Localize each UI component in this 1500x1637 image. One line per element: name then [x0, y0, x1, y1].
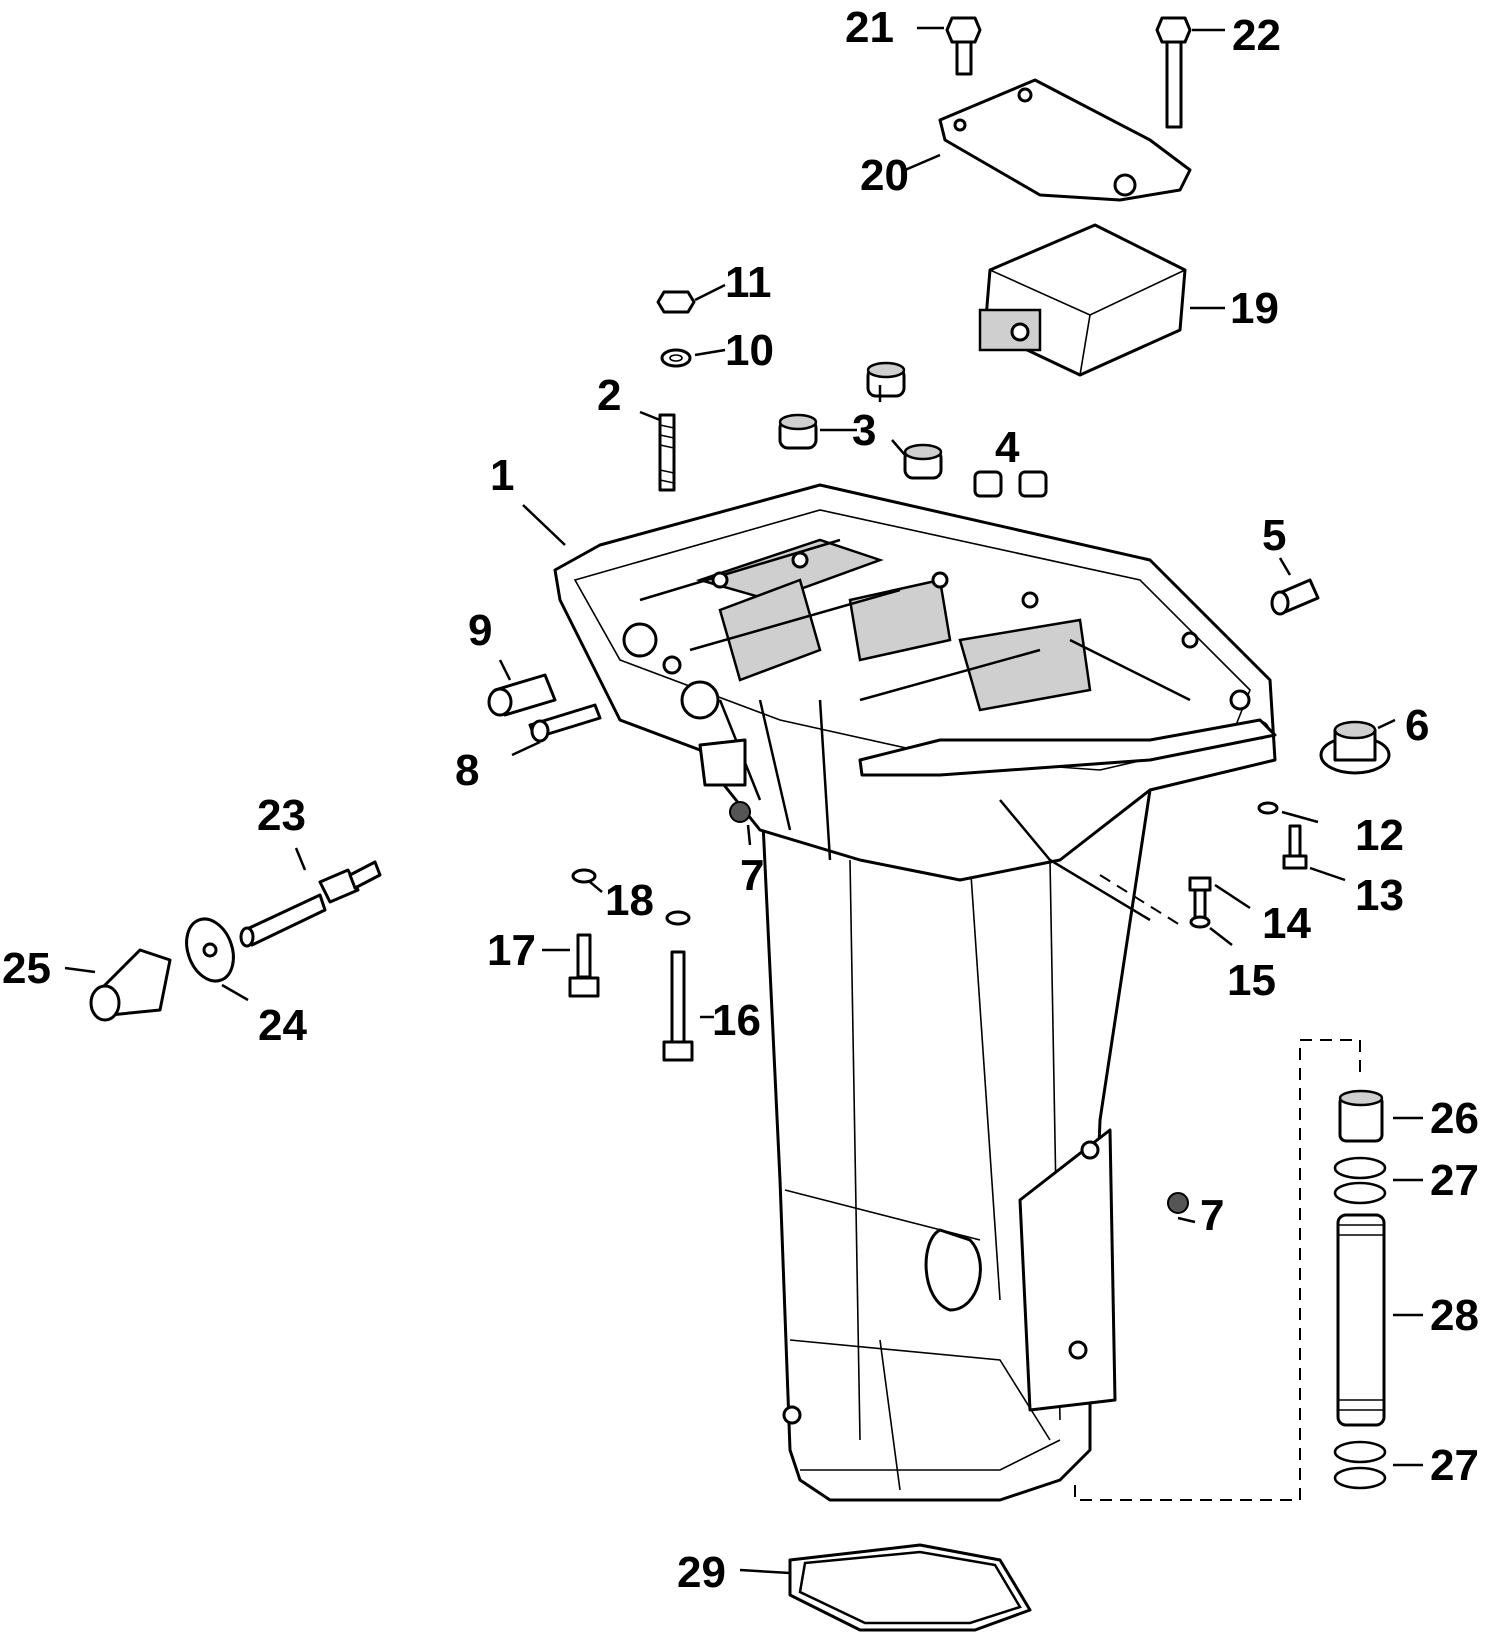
- part-4-plugs: [973, 470, 1048, 498]
- part-3-grommets: [778, 361, 943, 480]
- callout-26: 26: [1430, 1094, 1479, 1143]
- part-6-cap: [1319, 720, 1391, 775]
- part-11-nut: [656, 290, 696, 314]
- callout-10: 10: [725, 326, 774, 375]
- part-10-washer: [660, 348, 692, 368]
- part-22-bolt: [1155, 16, 1192, 129]
- part-19-module: [978, 223, 1187, 377]
- callout-27-lower: 27: [1430, 1441, 1479, 1490]
- part-20-bracket: [938, 78, 1192, 202]
- part-25-grommet: [89, 948, 172, 1022]
- callout-28: 28: [1430, 1291, 1479, 1340]
- callout-4: 4: [995, 423, 1020, 472]
- part-17-bolt: [568, 933, 600, 998]
- part-21-bolt: [945, 16, 982, 76]
- part-2-stud: [658, 413, 676, 492]
- part-23-fitting: [239, 860, 382, 948]
- callout-19: 19: [1230, 284, 1279, 333]
- part-15-washer: [1189, 915, 1211, 929]
- callout-6: 6: [1405, 701, 1429, 750]
- part-18-washer: [571, 868, 597, 884]
- part-9-sleeve: [487, 673, 557, 717]
- callout-11: 11: [725, 258, 772, 307]
- callout-27-upper: 27: [1430, 1156, 1479, 1205]
- part-1-exhaust-housing: [553, 483, 1277, 1502]
- part-26-bushing: [1338, 1089, 1384, 1143]
- callout-13: 13: [1355, 871, 1404, 920]
- callout-20: 20: [860, 151, 909, 200]
- part-16-washer: [665, 910, 691, 926]
- part-27-o-rings-upper: [1333, 1156, 1387, 1205]
- callout-3: 3: [852, 406, 876, 455]
- part-29-seal: [788, 1543, 1032, 1632]
- callout-21: 21: [845, 3, 894, 52]
- callout-2: 2: [597, 371, 621, 420]
- part-7-nut-lower: [1167, 1192, 1189, 1214]
- part-5-fitting: [1270, 578, 1320, 616]
- callout-9: 9: [468, 606, 492, 655]
- part-14-bolt: [1188, 876, 1212, 922]
- callout-29: 29: [677, 1548, 726, 1597]
- part-13-bolt: [1282, 824, 1308, 870]
- callout-24: 24: [258, 1001, 307, 1050]
- callout-17: 17: [487, 926, 536, 975]
- callout-25: 25: [2, 944, 51, 993]
- water-tube-dashed-link: [1074, 1039, 1361, 1501]
- leader-lines: [64, 26, 1423, 1575]
- callout-16: 16: [712, 996, 761, 1045]
- callout-22: 22: [1232, 11, 1281, 60]
- part-28-water-tube: [1336, 1213, 1386, 1427]
- callout-8: 8: [455, 746, 479, 795]
- callout-18: 18: [605, 876, 654, 925]
- callout-7-lower: 7: [1200, 1191, 1224, 1240]
- callout-7-upper: 7: [740, 851, 764, 900]
- part-16-bolt: [662, 950, 694, 1062]
- part-27-o-rings-lower: [1333, 1440, 1387, 1490]
- callout-1: 1: [490, 451, 514, 500]
- callout-12: 12: [1355, 811, 1404, 860]
- part-12-washer: [1257, 801, 1279, 815]
- callout-14: 14: [1262, 899, 1311, 948]
- part-24-washer: [185, 917, 235, 983]
- part-8-fitting: [528, 703, 602, 743]
- callout-5: 5: [1262, 511, 1286, 560]
- callout-15: 15: [1227, 956, 1276, 1005]
- part-7-nut-upper: [729, 801, 751, 823]
- callouts: 1 2 3 4 5 6 7 7 8 9 10 11 12 13 14 15 16…: [2, 3, 1479, 1597]
- callout-23: 23: [257, 791, 306, 840]
